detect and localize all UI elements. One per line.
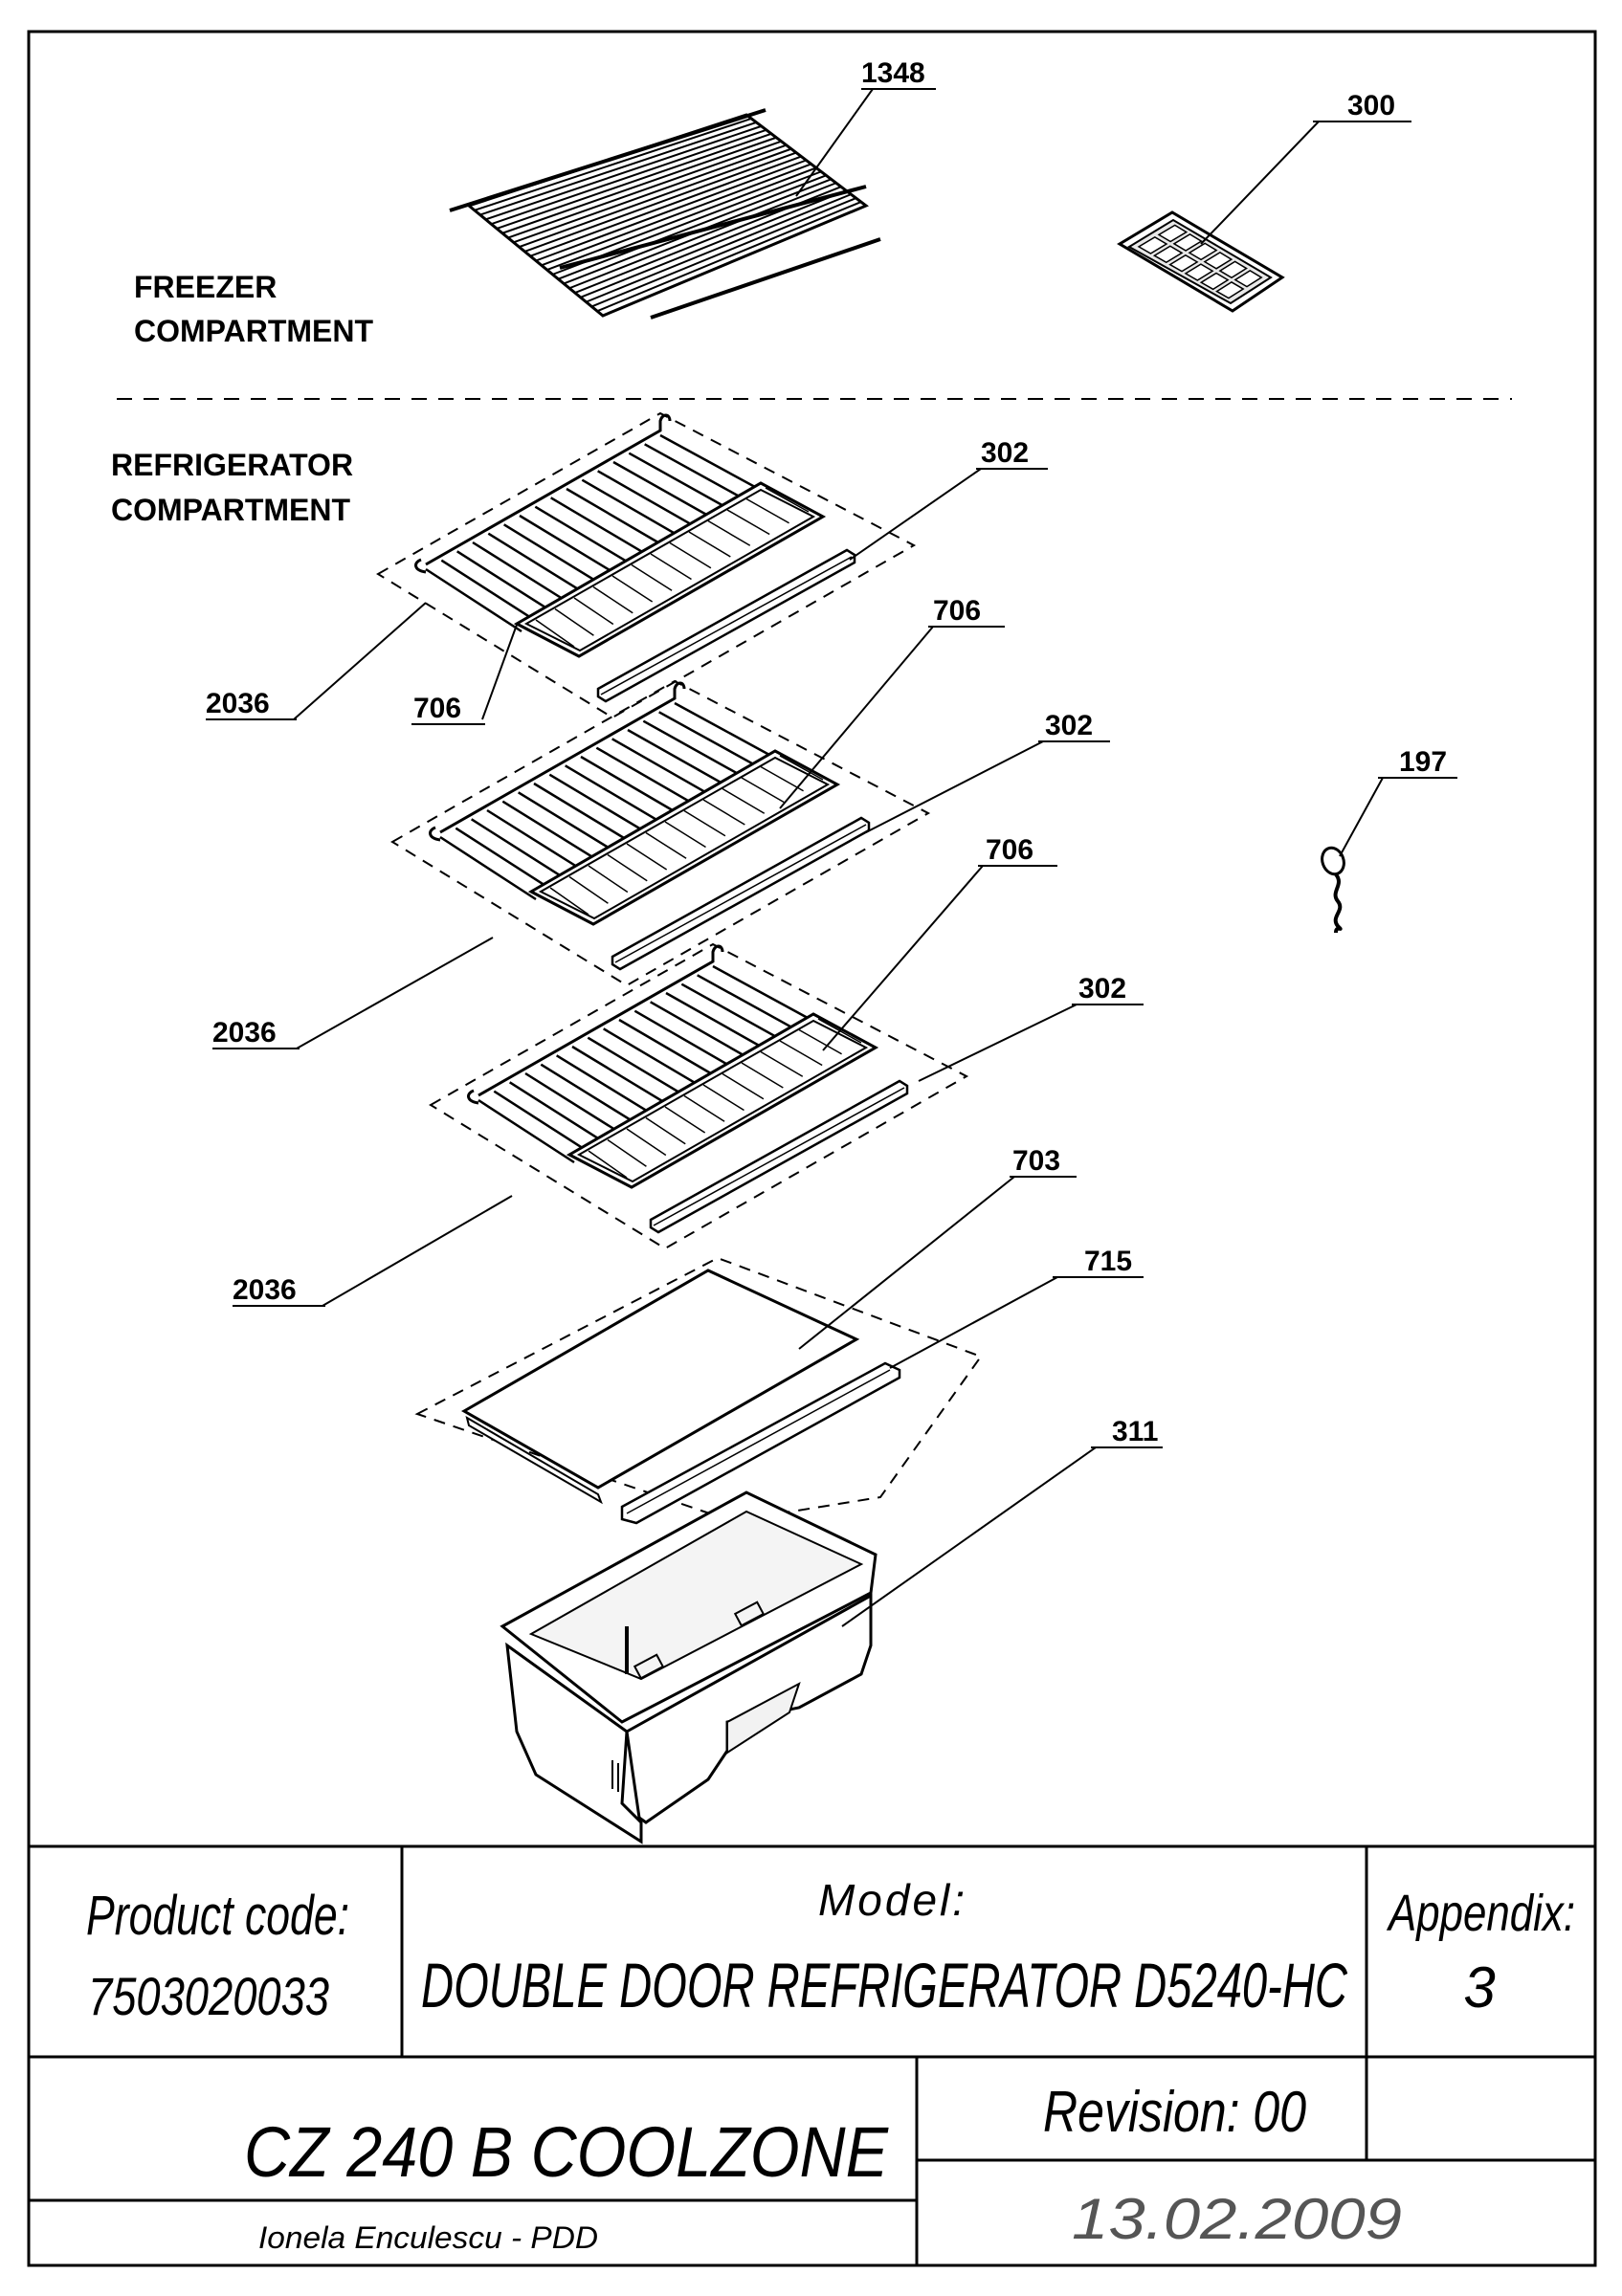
freezer-wire-shelf-illustration <box>449 108 881 320</box>
leader-703 <box>798 1176 1015 1350</box>
callout-703: 703 <box>1012 1145 1060 1177</box>
leader-1348 <box>795 88 874 197</box>
freezer-label-line1: FREEZER <box>134 270 277 304</box>
shelf-assembly-1 <box>376 411 917 719</box>
callout-311: 311 <box>1112 1416 1158 1447</box>
callout-2036-middle: 2036 <box>212 1017 277 1049</box>
leader-715 <box>889 1276 1058 1369</box>
callout-302-bottom: 302 <box>1078 973 1126 1004</box>
model-label: Model: <box>818 1875 967 1925</box>
author: Ionela Enculescu - PDD <box>258 2220 598 2255</box>
callout-300: 300 <box>1347 90 1395 121</box>
shelf-assemblies <box>376 411 969 1250</box>
callout-706-middle: 706 <box>933 595 981 627</box>
product-name: CZ 240 B COOLZONE <box>244 2112 889 2192</box>
glass-shelf-profile-illustration <box>620 1361 901 1525</box>
callout-706-bottom: 706 <box>986 834 1033 866</box>
callout-715: 715 <box>1084 1246 1132 1277</box>
shelf-callouts <box>206 468 1144 1307</box>
title-block <box>29 1844 1595 2265</box>
freezer-label-line2: COMPARTMENT <box>134 314 374 348</box>
refrigerator-label-line1: REFRIGERATOR <box>111 448 353 482</box>
model-value: DOUBLE DOOR REFRIGERATOR D5240-HC <box>421 1950 1348 2020</box>
callout-302-middle: 302 <box>1045 710 1093 741</box>
product-code-value: 7503020033 <box>88 1966 329 2026</box>
product-code-label: Product code: <box>86 1885 349 1947</box>
revision: Revision: 00 <box>1043 2080 1306 2144</box>
date: 13.02.2009 <box>1072 2187 1402 2251</box>
leader-197 <box>1339 777 1384 857</box>
leader-311 <box>841 1446 1097 1627</box>
callout-197: 197 <box>1399 746 1447 778</box>
appendix-label: Appendix: <box>1387 1885 1575 1942</box>
callout-2036-top: 2036 <box>206 688 270 719</box>
crisper-illustration <box>500 1490 878 1844</box>
glass-shelf-illustration <box>414 1256 983 1523</box>
callout-706-top: 706 <box>413 693 461 724</box>
appendix-value: 3 <box>1463 1955 1495 2020</box>
ice-tray-illustration <box>1117 210 1285 313</box>
callout-1348: 1348 <box>861 57 925 89</box>
callout-2036-bottom: 2036 <box>233 1274 297 1306</box>
drawing-border <box>27 30 1597 2267</box>
shelf-assembly-2 <box>390 679 931 987</box>
drain-plug-illustration <box>1321 846 1345 934</box>
callout-302-top: 302 <box>981 437 1029 469</box>
refrigerator-label-line2: COMPARTMENT <box>111 493 351 527</box>
leader-300 <box>1200 121 1320 245</box>
shelf-assembly-3 <box>429 942 969 1250</box>
